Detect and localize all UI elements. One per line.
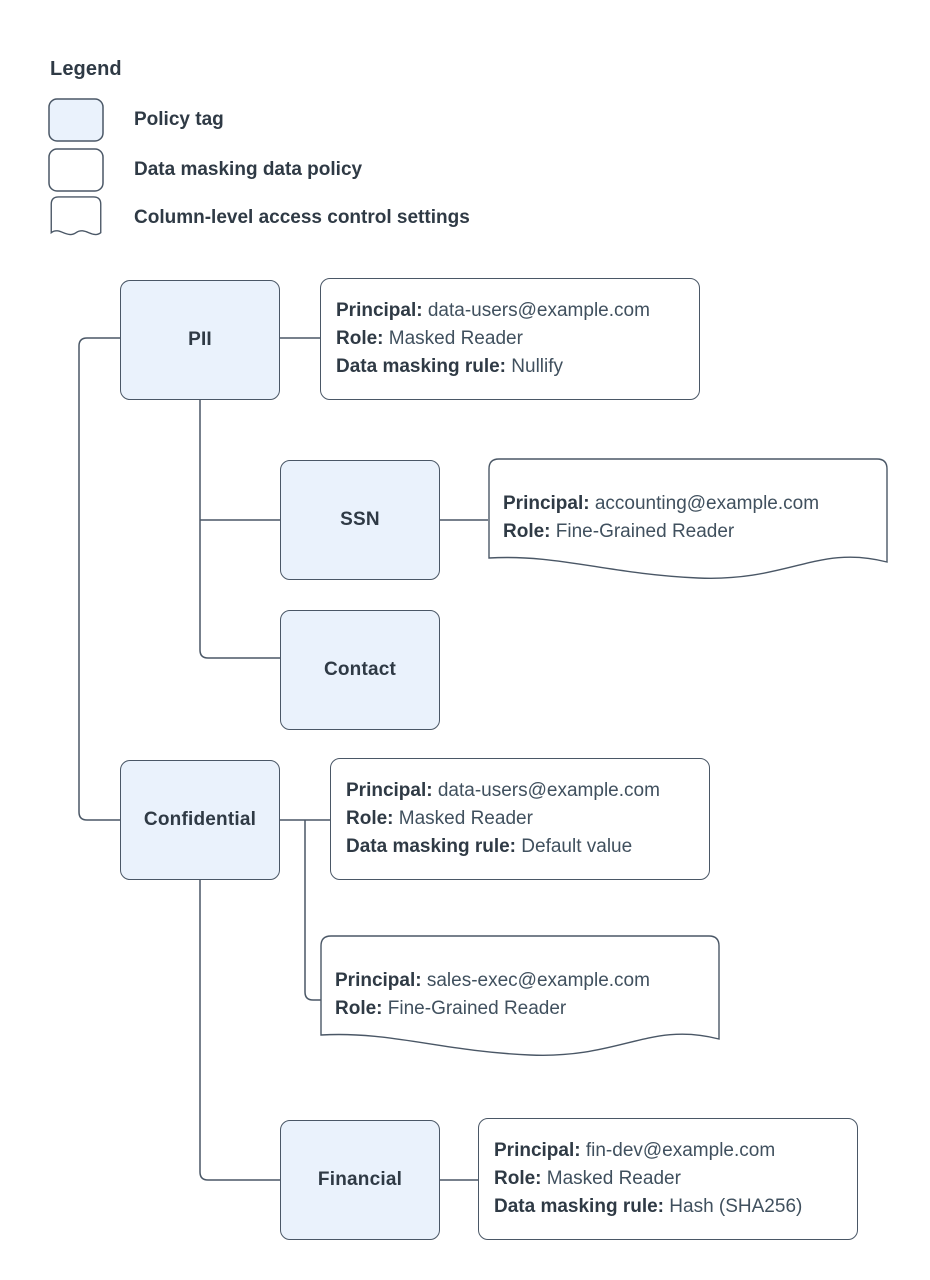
principal-value: accounting@example.com	[594, 493, 820, 514]
policy-principal-line: Principal: accounting@example.com	[503, 490, 819, 518]
policy-role-line: Role: Fine-Grained Reader	[335, 995, 650, 1023]
principal-label: Principal:	[335, 970, 422, 991]
principal-value: data-users@example.com	[427, 300, 650, 321]
edge-root-trunk	[78, 337, 120, 821]
policy-principal-line: Principal: data-users@example.com	[336, 297, 699, 325]
data-masking-policy-box-financial[interactable]: Principal: fin-dev@example.com Role: Mas…	[478, 1118, 858, 1240]
policy-tag-node-financial[interactable]: Financial	[280, 1120, 440, 1240]
policy-role-line: Role: Fine-Grained Reader	[503, 518, 819, 546]
policy-tag-node-pii[interactable]: PII	[120, 280, 280, 400]
data-masking-policy-box-confidential[interactable]: Principal: data-users@example.com Role: …	[330, 758, 710, 880]
edge-pii-to-contact	[199, 400, 280, 659]
policy-tag-label-financial: Financial	[317, 1169, 403, 1190]
policy-role-line: Role: Masked Reader	[494, 1165, 857, 1193]
wave-text-block: Principal: accounting@example.com Role: …	[503, 490, 819, 546]
data-masking-rule-label: Data masking rule:	[494, 1196, 664, 1217]
data-masking-rule-label: Data masking rule:	[346, 836, 516, 857]
policy-principal-line: Principal: sales-exec@example.com	[335, 967, 650, 995]
column-access-control-swatch-icon	[50, 196, 102, 236]
policy-tag-swatch-icon	[48, 98, 104, 142]
role-value: Fine-Grained Reader	[387, 998, 567, 1019]
policy-tag-label-ssn: SSN	[340, 509, 380, 530]
policy-tag-node-contact[interactable]: Contact	[280, 610, 440, 730]
policy-principal-line: Principal: data-users@example.com	[346, 777, 709, 805]
policy-role-line: Role: Masked Reader	[336, 325, 699, 353]
role-value: Fine-Grained Reader	[555, 521, 735, 542]
policy-masking-rule-line: Data masking rule: Default value	[346, 833, 709, 861]
principal-value: fin-dev@example.com	[585, 1140, 776, 1161]
role-value: Masked Reader	[398, 808, 533, 829]
edge-confidential-to-financial	[199, 880, 280, 1181]
legend-label-column-access-control: Column-level access control settings	[134, 207, 470, 228]
role-label: Role:	[346, 808, 394, 829]
principal-label: Principal:	[494, 1140, 581, 1161]
wave-container-icon	[320, 935, 720, 1056]
data-masking-rule-label: Data masking rule:	[336, 356, 506, 377]
data-masking-policy-swatch-icon	[48, 148, 104, 192]
role-label: Role:	[336, 328, 384, 349]
policy-masking-rule-line: Data masking rule: Nullify	[336, 353, 699, 381]
role-label: Role:	[503, 521, 551, 542]
policy-tag-label-confidential: Confidential	[143, 809, 257, 830]
principal-label: Principal:	[346, 780, 433, 801]
principal-label: Principal:	[503, 493, 590, 514]
policy-masking-rule-line: Data masking rule: Hash (SHA256)	[494, 1193, 857, 1221]
legend-label-policy-tag: Policy tag	[134, 109, 224, 130]
policy-principal-line: Principal: fin-dev@example.com	[494, 1137, 857, 1165]
policy-tag-node-ssn[interactable]: SSN	[280, 460, 440, 580]
role-label: Role:	[494, 1168, 542, 1189]
column-access-control-box-confidential[interactable]: Principal: sales-exec@example.com Role: …	[320, 935, 720, 1061]
role-label: Role:	[335, 998, 383, 1019]
policy-tag-node-confidential[interactable]: Confidential	[120, 760, 280, 880]
data-masking-policy-box-pii[interactable]: Principal: data-users@example.com Role: …	[320, 278, 700, 400]
principal-value: sales-exec@example.com	[426, 970, 650, 991]
policy-role-line: Role: Masked Reader	[346, 805, 709, 833]
legend-label-data-masking-policy: Data masking data policy	[134, 159, 363, 180]
data-masking-rule-value: Nullify	[511, 356, 564, 377]
role-value: Masked Reader	[388, 328, 523, 349]
role-value: Masked Reader	[546, 1168, 681, 1189]
legend-title: Legend	[50, 58, 122, 80]
column-access-control-box-ssn[interactable]: Principal: accounting@example.com Role: …	[488, 458, 888, 584]
wave-container-icon	[488, 458, 888, 579]
principal-value: data-users@example.com	[437, 780, 660, 801]
policy-tag-label-contact: Contact	[323, 659, 397, 680]
data-masking-rule-value: Hash (SHA256)	[669, 1196, 803, 1217]
wave-text-block: Principal: sales-exec@example.com Role: …	[335, 967, 650, 1023]
principal-label: Principal:	[336, 300, 423, 321]
data-masking-rule-value: Default value	[521, 836, 633, 857]
policy-tag-label-pii: PII	[188, 329, 212, 350]
